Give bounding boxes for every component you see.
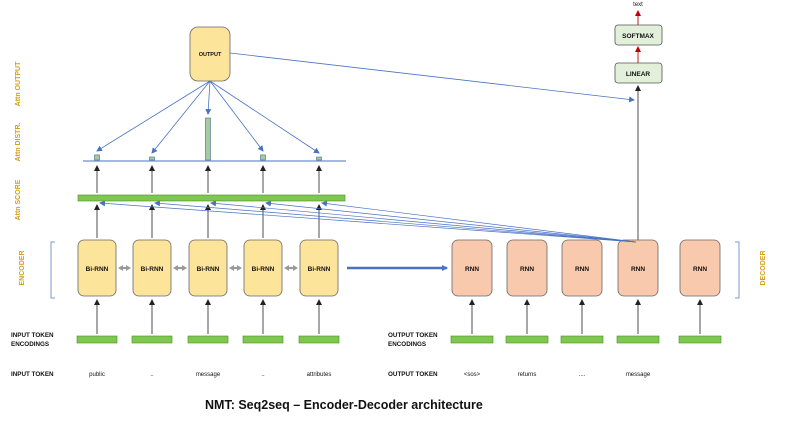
input-encodings-label-line1: INPUT TOKEN [11, 332, 54, 339]
encoder-cell [77, 239, 117, 297]
decoder-cell-label: RNN [693, 266, 707, 273]
output-encoding-bar [678, 335, 722, 344]
decoder-cell-label: RNN [465, 266, 479, 273]
encoder-cell-label: Bi-RNN [308, 266, 331, 273]
encoder-link-head-left [173, 265, 178, 271]
attention-score-bar [77, 194, 346, 202]
output-encoding-bar [560, 335, 604, 344]
decoder-bracket [735, 241, 740, 299]
decoder-query-arrow [99, 200, 637, 243]
output-token-label: OUTPUT TOKEN [388, 371, 438, 378]
encoder-link-head-right [237, 265, 242, 271]
attention-weight-bar [149, 156, 155, 161]
input-encodings-label-line2: ENCODINGS [11, 341, 49, 348]
encoder-link-head-left [118, 265, 123, 271]
output-encoding-bar [505, 335, 549, 344]
output-encodings-label-line2: ENCODINGS [388, 341, 426, 348]
attention-output-to-weight-arrow [96, 80, 211, 152]
attention-output-to-weight-arrow [209, 80, 264, 152]
input-encoding-bar [242, 335, 284, 344]
input-token-label: INPUT TOKEN [11, 371, 54, 378]
linear-box-label: LINEAR [626, 71, 651, 78]
decoder-query-arrow [210, 200, 637, 243]
encoder-cell [188, 239, 228, 297]
softmax-box-label: SOFTMAX [622, 33, 654, 40]
output-token: .... [579, 372, 586, 378]
attn-distr-label: Attn DISTR. [15, 123, 22, 162]
attention-output-to-weight-arrow [151, 80, 211, 154]
attention-weight-bar [94, 154, 100, 161]
decoder-query-arrow [154, 200, 637, 243]
input-token: .. [150, 372, 154, 378]
encoder-link-head-left [229, 265, 234, 271]
output-encoding-bar [450, 335, 494, 344]
decoder-cell-label: RNN [575, 266, 589, 273]
encoder-link-head-right [182, 265, 187, 271]
attention-output-node-label: OUTPUT [199, 52, 222, 58]
encoder-bracket [50, 241, 55, 299]
encoder-cell [243, 239, 283, 297]
attention-weight-bar [205, 117, 211, 161]
input-token: attributes [307, 372, 332, 378]
encoder-cell [132, 239, 172, 297]
input-token: public [89, 372, 105, 378]
encoder-cell-label: Bi-RNN [252, 266, 275, 273]
input-encoding-bar [298, 335, 340, 344]
output-token: message [626, 372, 651, 378]
decoder-cell-label: RNN [631, 266, 645, 273]
decoder-cell [561, 239, 603, 297]
diagram-caption: NMT: Seq2seq – Encoder-Decoder architect… [205, 398, 483, 412]
dynamic-layer: Bi-RNN public Bi-RNN.. Bi-RNN message Bi-RNN.… [76, 80, 722, 378]
output-token: returns [518, 372, 537, 378]
decoder-cell-label: RNN [520, 266, 534, 273]
decoder-query-arrow [265, 200, 637, 243]
output-encoding-bar [616, 335, 660, 344]
input-encoding-bar [131, 335, 173, 344]
attention-weight-bar [316, 156, 322, 161]
attn-score-label: Attn SCORE [15, 179, 22, 220]
encoder-label: ENCODER [19, 250, 26, 285]
linear-box [614, 62, 663, 84]
input-encoding-bar [76, 335, 118, 344]
softmax-box [614, 24, 663, 46]
encoder-cell-label: Bi-RNN [197, 266, 220, 273]
encoder-link-head-right [293, 265, 298, 271]
input-token: message [196, 372, 221, 378]
encoder-cell-label: Bi-RNN [86, 266, 109, 273]
output-token: <sos> [464, 372, 481, 378]
decoder-cell [451, 239, 493, 297]
attention-weight-bar [260, 154, 266, 161]
output-encodings-label-line1: OUTPUT TOKEN [388, 332, 438, 339]
decoder-label: DECODER [760, 250, 767, 285]
encoder-link-head-right [126, 265, 131, 271]
attn-output-label: Attn OUTPUT [15, 61, 22, 106]
attention-output-to-weight-arrow [209, 80, 320, 154]
decoder-cell [506, 239, 548, 297]
decoder-cell [679, 239, 721, 297]
input-encoding-bar [187, 335, 229, 344]
attention-output-to-weight-arrow [205, 80, 212, 115]
decoder-query-arrow [321, 200, 637, 243]
encoder-cell [299, 239, 339, 297]
decoder-cell [617, 239, 659, 297]
output-text-label: text [633, 2, 643, 8]
attention-output-to-linear-arrow [229, 52, 635, 103]
input-token: .. [261, 372, 265, 378]
encoder-cell-label: Bi-RNN [141, 266, 164, 273]
encoder-link-head-left [284, 265, 289, 271]
